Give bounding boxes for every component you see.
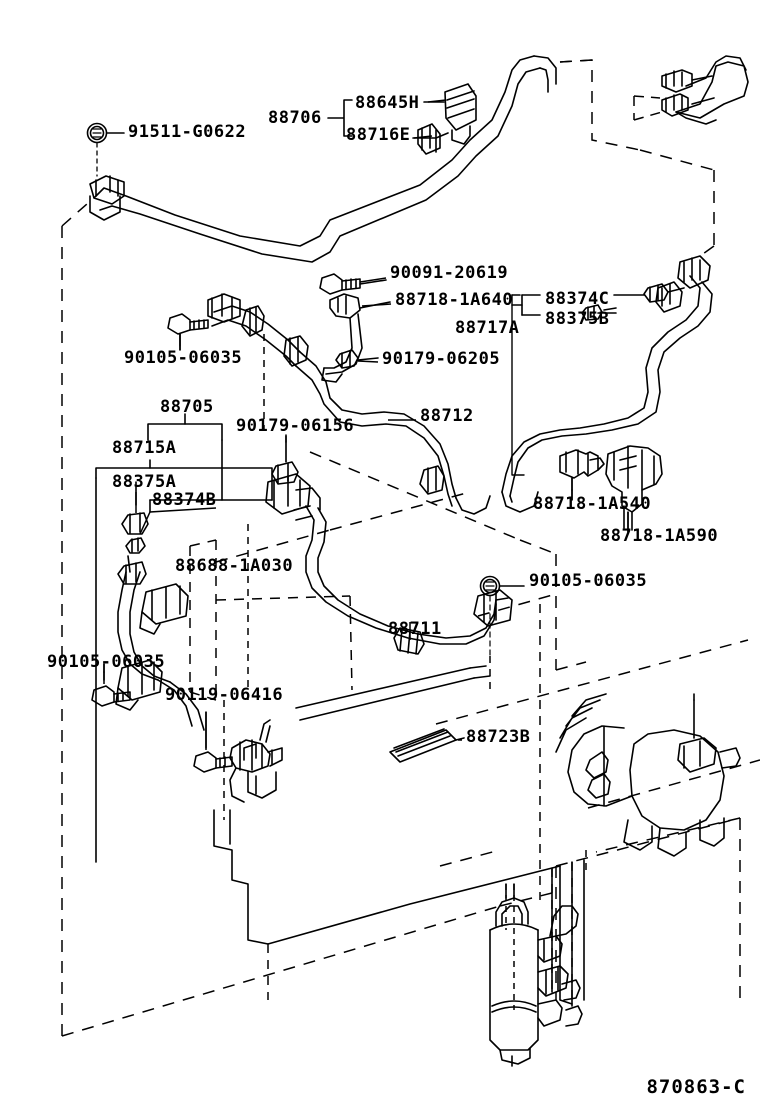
insulator-88723b — [389, 728, 465, 763]
callout-88716e[interactable]: 88716E — [346, 125, 411, 145]
callout-88712[interactable]: 88712 — [420, 406, 474, 426]
hose-88711 — [265, 473, 513, 655]
callout-90179-06156[interactable]: 90179-06156 — [236, 416, 355, 436]
callout-88718-1a540[interactable]: 88718-1A540 — [533, 494, 652, 514]
callout-91511-g0622[interactable]: 91511-G0622 — [128, 122, 247, 142]
callout-88688-1a030[interactable]: 88688-1A030 — [175, 556, 294, 576]
callout-88717a[interactable]: 88717A — [455, 318, 520, 338]
callout-88723b[interactable]: 88723B — [466, 727, 531, 747]
body-panel-solid — [213, 809, 585, 1007]
clip-88718-1a590 — [605, 445, 663, 533]
drawing-number: 870863-C — [646, 1076, 746, 1098]
callout-88718-1a590[interactable]: 88718-1A590 — [600, 526, 719, 546]
bracket-88715a — [95, 459, 273, 863]
callout-88374c[interactable]: 88374C — [545, 289, 610, 309]
clip-88718-1a540 — [559, 449, 605, 501]
condenser-pipes — [295, 665, 491, 721]
leader-90105-mid — [479, 575, 525, 657]
phantom-lines — [61, 59, 760, 1037]
callout-88374b[interactable]: 88374B — [152, 490, 217, 510]
leader-91511 — [86, 122, 125, 177]
callout-88715a[interactable]: 88715A — [112, 438, 177, 458]
callout-90105-06035-left[interactable]: 90105-06035 — [47, 652, 166, 672]
callout-88645h[interactable]: 88645H — [355, 93, 420, 113]
leader-88374c-88375b — [511, 283, 685, 476]
callout-90119-06416[interactable]: 90119-06416 — [165, 685, 284, 705]
callout-leaders — [103, 99, 629, 750]
callout-88718-1a640[interactable]: 88718-1A640 — [395, 290, 514, 310]
cluster-90119 — [193, 711, 283, 803]
callout-88375a[interactable]: 88375A — [112, 472, 177, 492]
callout-90105-06035-mid[interactable]: 90105-06035 — [529, 571, 648, 591]
pipe-88706 — [89, 55, 557, 263]
callout-88706[interactable]: 88706 — [268, 108, 322, 128]
callout-88711[interactable]: 88711 — [388, 619, 442, 639]
hose-88715a — [115, 481, 205, 731]
bracket-88705 — [147, 413, 223, 501]
pipe-88717a — [501, 255, 713, 513]
callout-88375b[interactable]: 88375B — [545, 309, 610, 329]
callout-90179-06205[interactable]: 90179-06205 — [382, 349, 501, 369]
cluster-90091-88718 — [319, 273, 391, 383]
callout-90105-06035-top[interactable]: 90105-06035 — [124, 348, 243, 368]
bolt-90105-top — [167, 313, 209, 351]
pipe-88705-assembly — [207, 293, 491, 515]
receiver-drier — [489, 883, 583, 1067]
compressor — [555, 689, 741, 857]
detail-inset-pipe-ends — [661, 55, 749, 125]
callout-88705[interactable]: 88705 — [160, 397, 214, 417]
callout-90091-20619[interactable]: 90091-20619 — [390, 263, 509, 283]
